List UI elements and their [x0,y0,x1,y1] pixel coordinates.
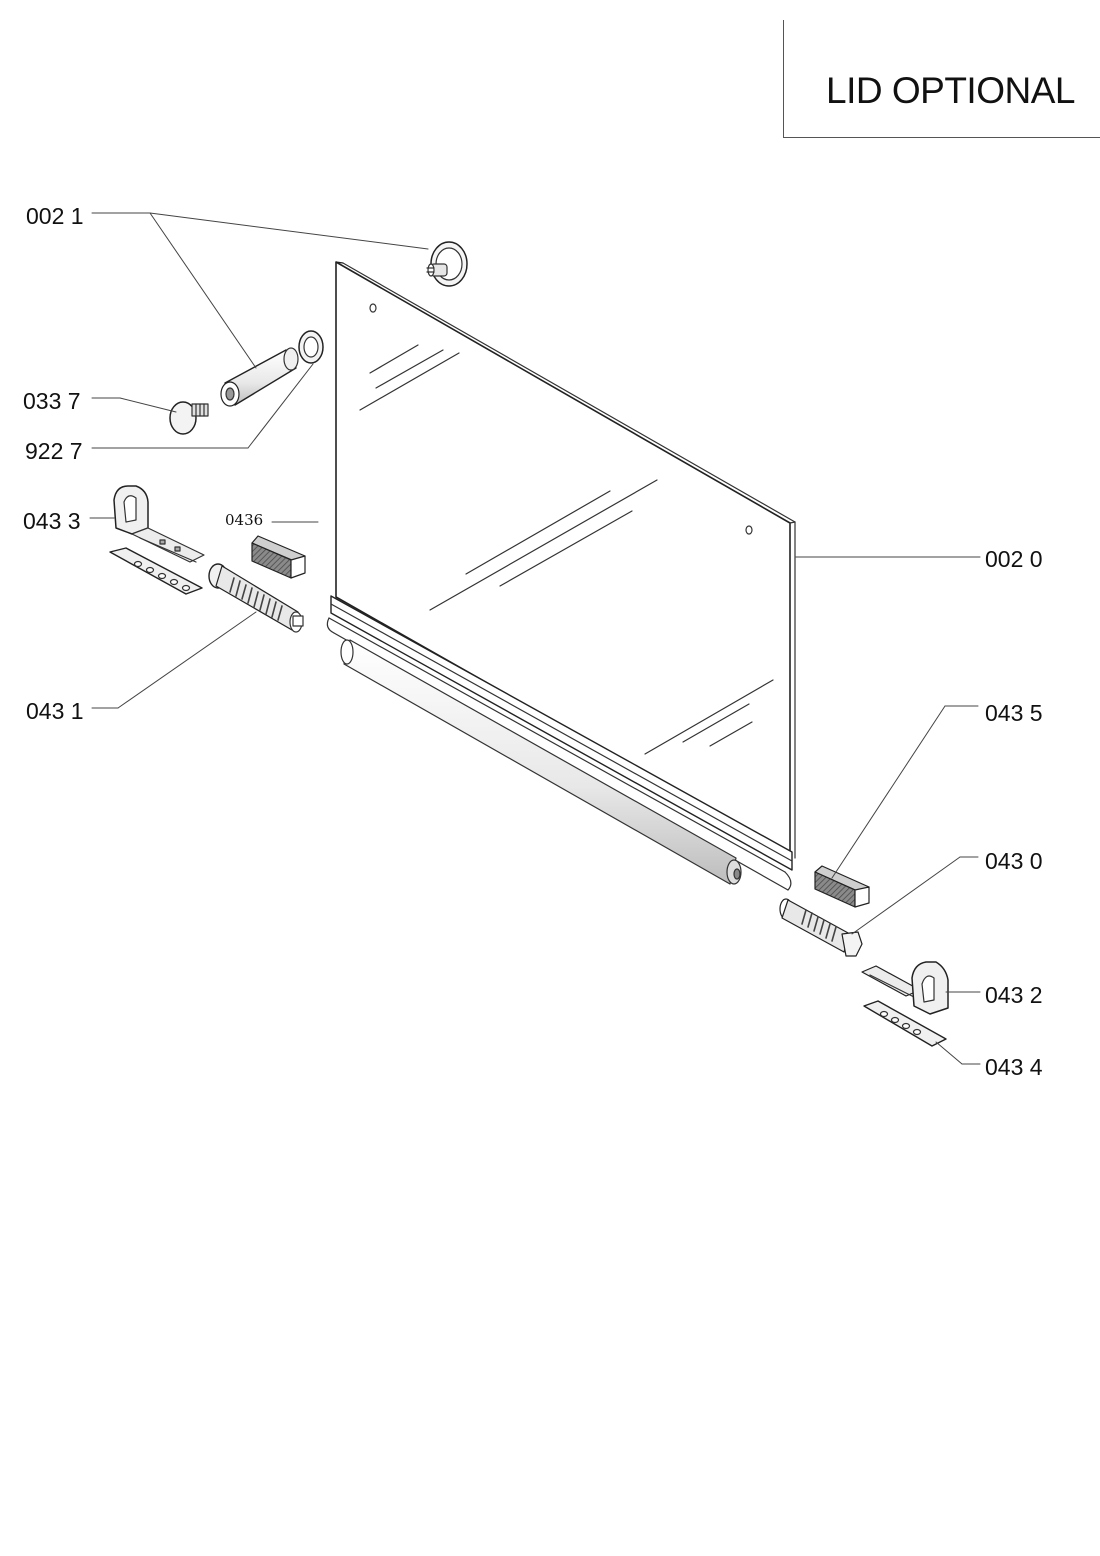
callout-0435: 043 5 [985,700,1043,726]
callout-0433: 043 3 [23,508,81,534]
callout-9227: 922 7 [25,438,83,464]
callout-0430: 043 0 [985,848,1043,874]
knob-top-part [426,241,468,287]
callout-0436: 0436 [225,511,264,529]
leader-lines [89,212,981,1065]
callout-0337: 033 7 [23,388,81,414]
washer-part [298,330,324,364]
callout-0432: 043 2 [985,982,1043,1008]
title-box: LID OPTIONAL [783,20,1100,138]
left-damper-block [251,535,306,579]
right-damper-block [814,865,870,908]
right-perforated-plate [863,1000,947,1047]
right-spring-pin [779,898,863,957]
callout-0431: 043 1 [26,698,84,724]
left-perforated-plate [109,547,203,595]
hinge-tube [340,639,742,885]
screw-part [169,401,209,435]
left-hinge-bracket [113,485,205,563]
handle-cylinder [220,347,299,407]
diagram-title: LID OPTIONAL [826,70,1075,111]
right-hinge-bracket [861,961,949,1015]
callout-0020: 002 0 [985,546,1043,572]
left-spring-pin [208,563,304,633]
callout-0021: 002 1 [26,203,84,229]
callout-0434: 043 4 [985,1054,1043,1080]
